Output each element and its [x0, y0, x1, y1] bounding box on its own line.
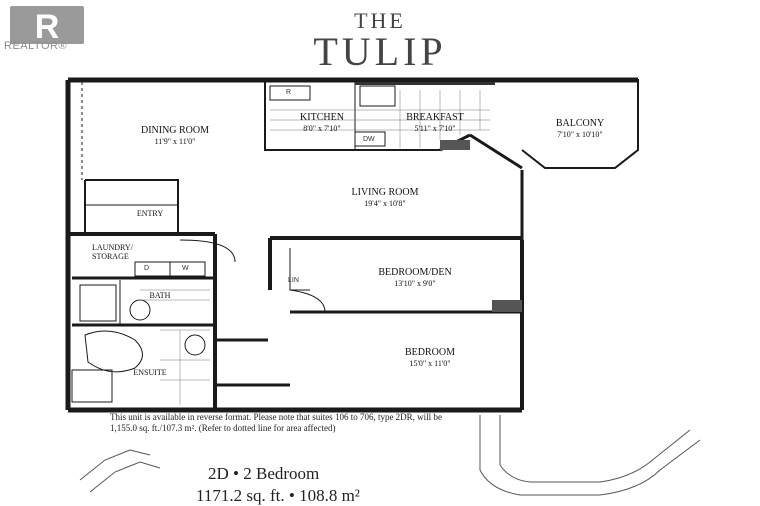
room-kitchen-dim: 8'0" x 7'10": [303, 124, 341, 133]
room-bedroom-name: BEDROOM: [404, 347, 455, 358]
room-den-name: BEDROOM/DEN: [378, 267, 452, 278]
room-living-dim: 19'4" x 10'8": [364, 199, 406, 208]
realtor-r-icon: R: [35, 8, 60, 46]
reverse-format-note: This unit is available in reverse format…: [110, 412, 442, 433]
realtor-logo-mark: R: [10, 6, 84, 46]
room-dining-dim: 11'9" x 11'0": [154, 137, 196, 146]
fixture-dishwasher: DW: [363, 136, 375, 143]
room-dining-name: DINING ROOM: [140, 125, 210, 136]
unit-area: 1171.2 sq. ft. • 108.8 m²: [196, 486, 360, 505]
room-den-dim: 13'10" x 9'0": [394, 279, 436, 288]
room-bedroom: BEDROOM 15'0" x 11'0": [370, 347, 490, 369]
fixture-dryer: D: [144, 265, 150, 272]
plan-title-line2: TULIP: [313, 29, 447, 74]
fixture-washer: W: [182, 265, 189, 272]
room-kitchen: KITCHEN 8'0" x 7'10": [282, 112, 362, 134]
realtor-logo-text: REALTOR®: [4, 40, 68, 52]
plan-title-line1: THE: [354, 8, 406, 33]
room-bedroom-dim: 15'0" x 11'0": [409, 359, 451, 368]
room-den: BEDROOM/DEN 13'10" x 9'0": [355, 267, 475, 289]
room-living: LIVING ROOM 19'4" x 10'8": [330, 187, 440, 209]
room-breakfast-name: BREAKFAST: [406, 112, 464, 123]
room-breakfast-dim: 5'11" x 7'10": [414, 124, 456, 133]
room-laundry: LAUNDRY/ STORAGE: [92, 243, 133, 261]
fixture-linen: LIN: [288, 277, 299, 284]
room-breakfast: BREAKFAST 5'11" x 7'10": [390, 112, 480, 134]
room-balcony-name: BALCONY: [555, 118, 605, 129]
room-balcony-dim: 7'10" x 10'10": [557, 130, 603, 139]
site-plan-sketch: [79, 415, 701, 496]
room-ensuite: ENSUITE: [133, 368, 167, 377]
room-balcony: BALCONY 7'10" x 10'10": [530, 118, 630, 140]
unit-type: 2D • 2 Bedroom: [208, 464, 320, 483]
room-bath: BATH: [149, 291, 171, 300]
svg-text:R: R: [35, 8, 60, 44]
room-kitchen-name: KITCHEN: [300, 112, 344, 123]
room-dining: DINING ROOM 11'9" x 11'0": [105, 125, 245, 147]
realtor-logo: R: [4, 4, 84, 54]
fixture-fridge: R: [286, 89, 292, 96]
room-entry: ENTRY: [136, 209, 164, 218]
room-living-name: LIVING ROOM: [351, 187, 419, 198]
